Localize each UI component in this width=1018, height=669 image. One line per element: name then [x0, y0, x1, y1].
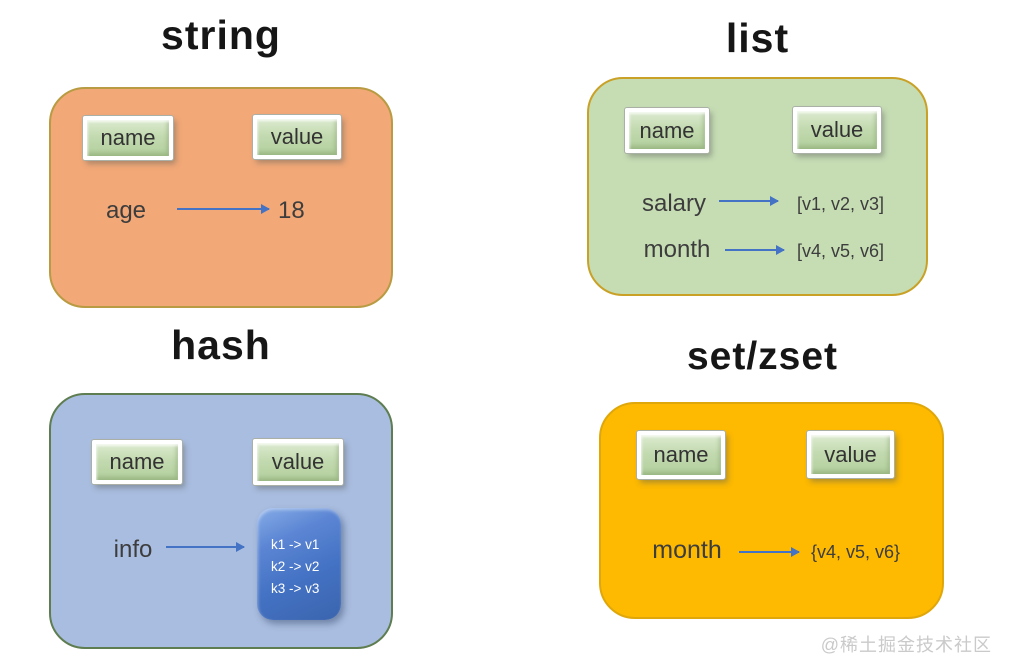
arrow-month-to-value [725, 245, 785, 255]
string-key-age: age [105, 197, 147, 224]
hash-kv-box: k1 -> v1 k2 -> v2 k3 -> v3 [257, 508, 341, 620]
string-name-tag: name [83, 116, 173, 160]
hash-kv-line: k1 -> v1 [271, 537, 320, 552]
set-zset-panel: name value month {v4, v5, v6} [599, 402, 944, 619]
set-name-tag: name [637, 431, 725, 479]
set-zset-panel-title: set/zset [686, 335, 839, 378]
list-value-tag: value [793, 107, 881, 153]
hash-name-tag: name [92, 440, 182, 484]
list-value-month: [v4, v5, v6] [797, 241, 885, 261]
arrow-month-to-set-value [739, 547, 800, 557]
hash-kv-line: k2 -> v2 [271, 559, 320, 574]
list-panel: name value salary [v1, v2, v3] month [v4… [587, 77, 928, 296]
arrow-salary-to-value [719, 196, 779, 206]
hash-key-info: info [113, 536, 153, 563]
string-value-tag: value [253, 115, 341, 159]
list-panel-title: list [725, 15, 790, 61]
watermark-text: @稀土掘金技术社区 [820, 635, 992, 655]
list-name-tag: name [625, 108, 709, 153]
set-value-tag: value [807, 431, 894, 478]
string-panel-title: string [161, 12, 281, 58]
string-value-age: 18 [278, 197, 305, 224]
list-value-salary: [v1, v2, v3] [797, 194, 885, 214]
hash-value-tag: value [253, 439, 343, 485]
list-key-salary: salary [641, 190, 707, 217]
hash-panel: name value info k1 -> v1 k2 -> v2 k3 -> … [49, 393, 393, 649]
arrow-age-to-value [177, 204, 270, 214]
set-key-month: month [652, 536, 722, 564]
string-panel: name value age 18 [49, 87, 393, 308]
list-key-month: month [643, 236, 711, 263]
set-value-month: {v4, v5, v6} [811, 542, 901, 562]
hash-panel-title: hash [171, 322, 271, 368]
arrow-info-to-value [166, 542, 245, 552]
hash-kv-line: k3 -> v3 [271, 581, 320, 596]
